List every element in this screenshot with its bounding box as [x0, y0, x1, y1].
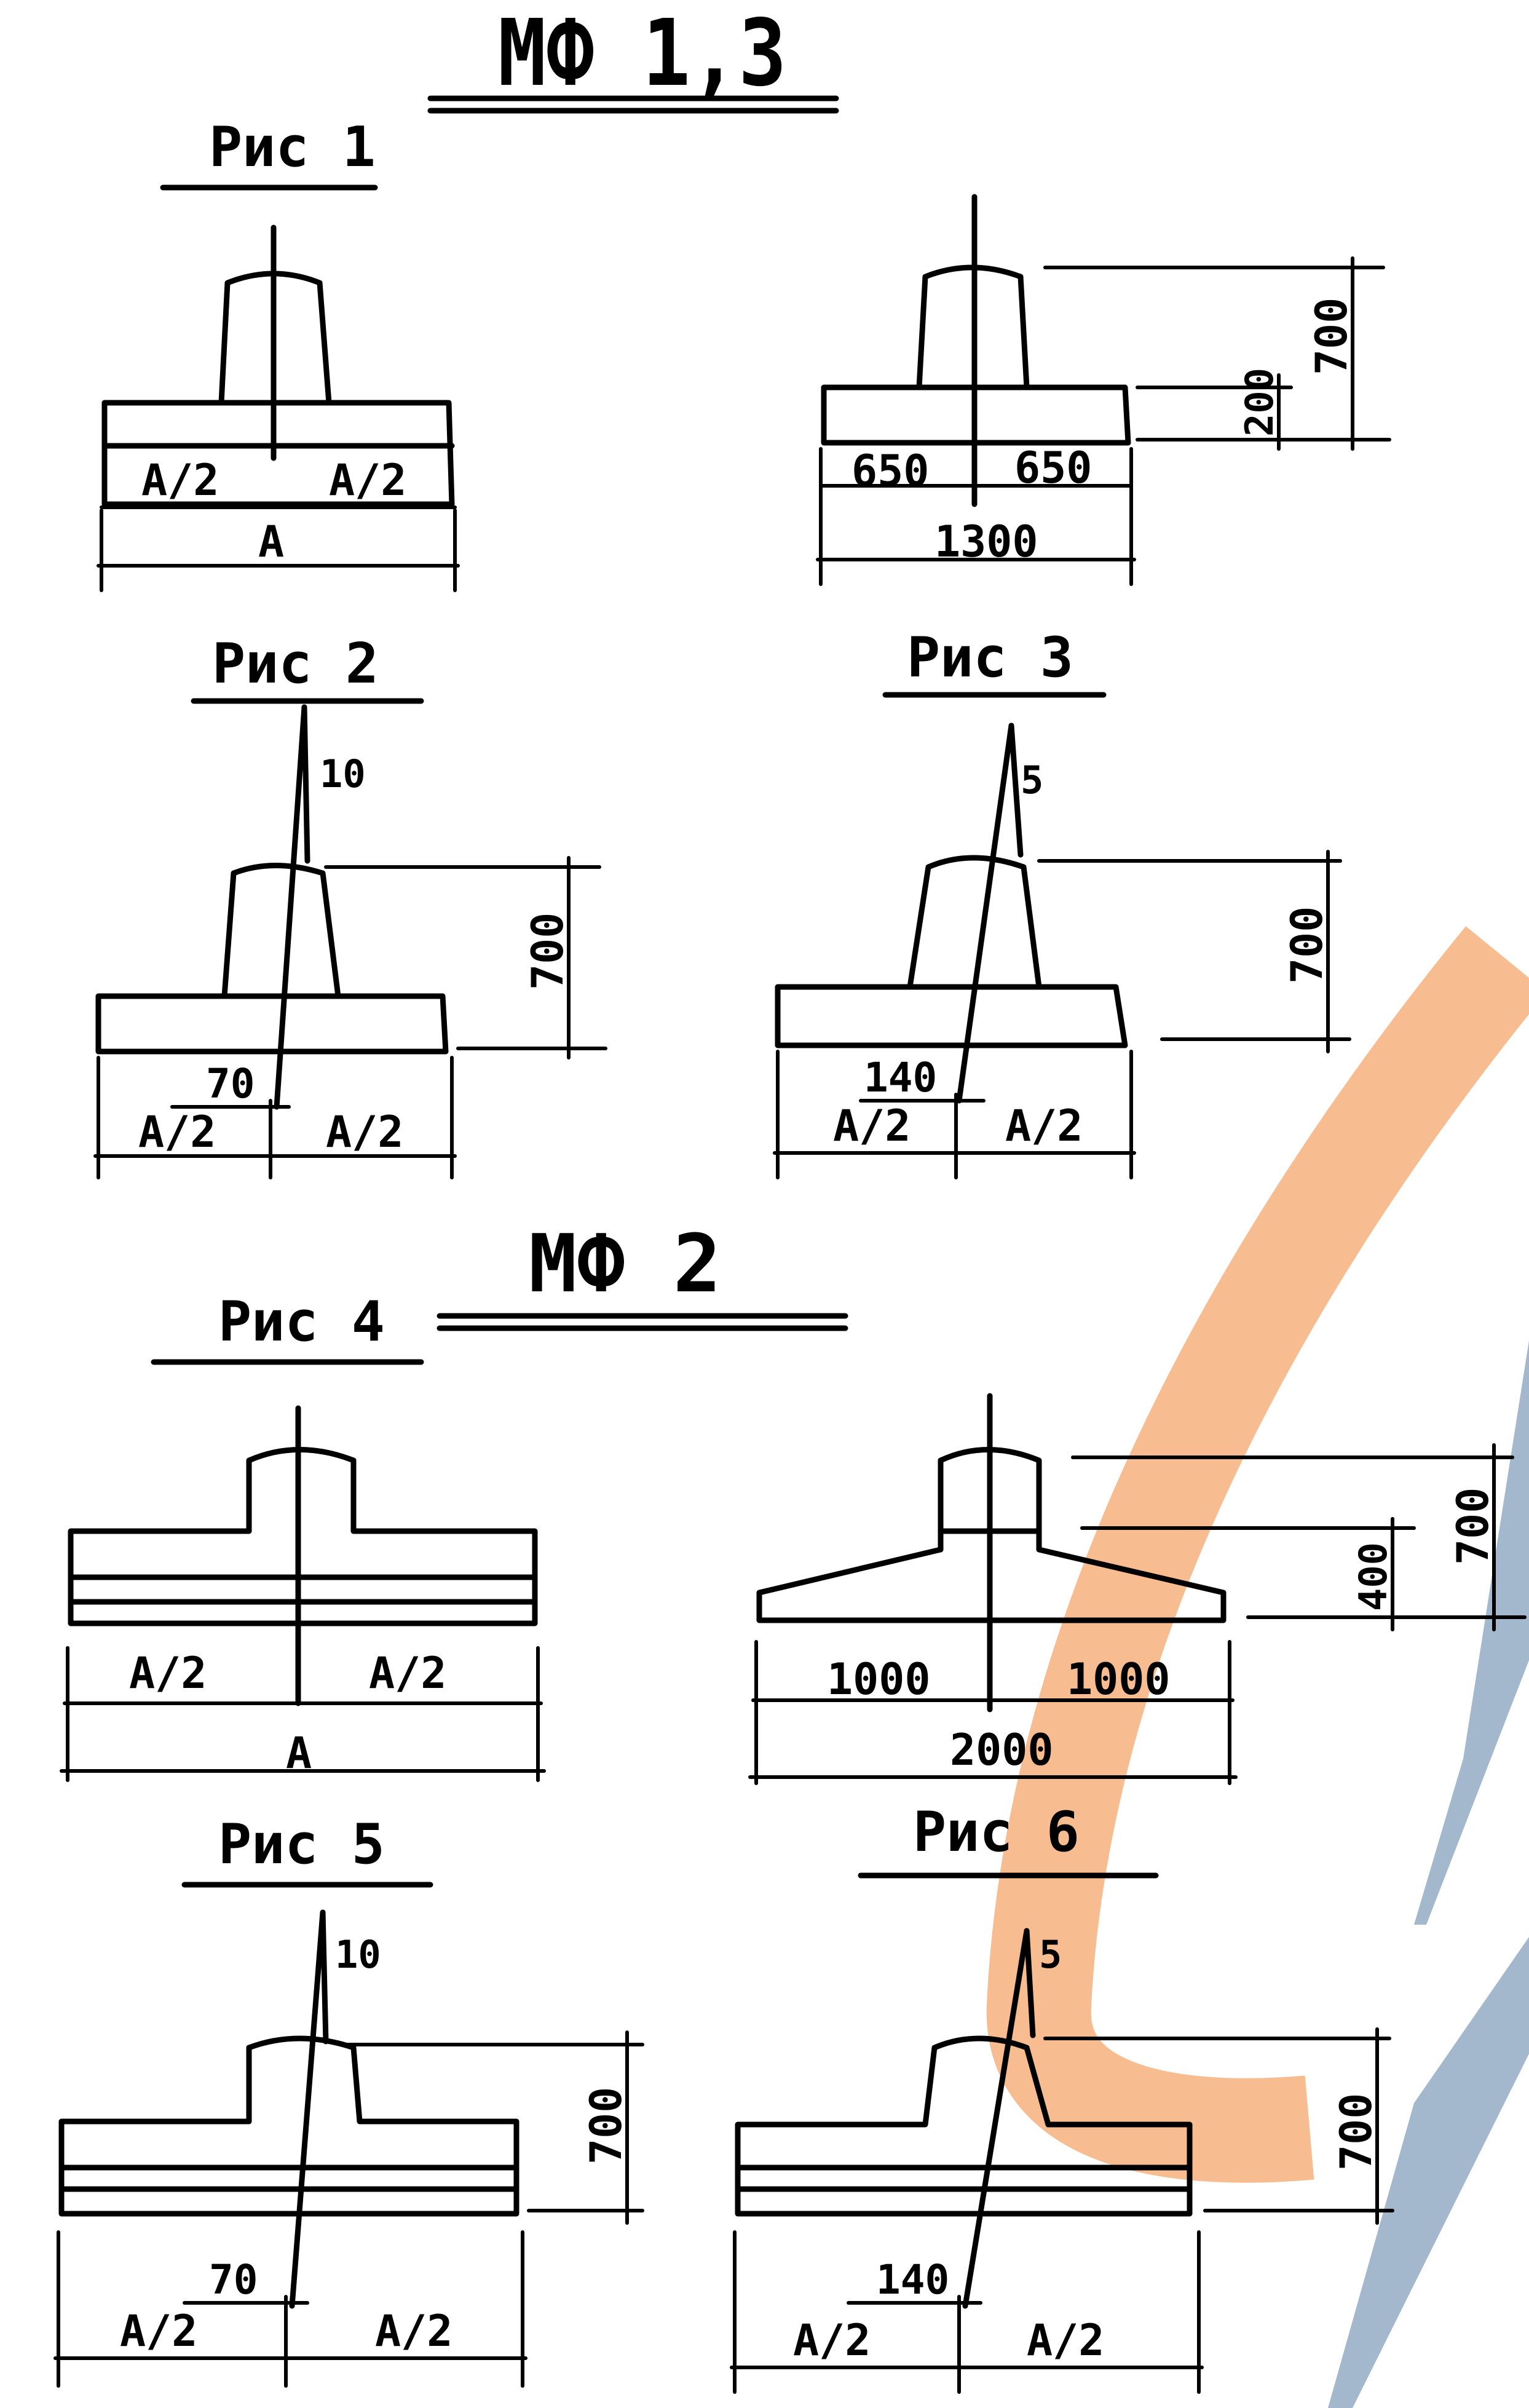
figure-2-foundation: [93, 704, 607, 1179]
dim-700: 700: [523, 913, 573, 990]
dim-a-half: A/2: [138, 1107, 216, 1157]
dim-2000: 2000: [950, 1725, 1054, 1775]
dim-200: 200: [1237, 368, 1282, 437]
figure-label-3: Рис 3: [907, 625, 1073, 690]
dim-70: 70: [209, 2256, 258, 2303]
dim-a-half: A/2: [833, 1101, 911, 1151]
figure-5-foundation: [53, 1909, 644, 2388]
figure-1-dimensioned-foundation: [816, 194, 1391, 586]
figure-label-4: Рис 4: [218, 1289, 385, 1354]
dim-700: 700: [1331, 2093, 1381, 2171]
watermark-orange-arc: [986, 926, 1529, 2183]
dim-a-half: A/2: [120, 2306, 197, 2356]
dim-a-half: A/2: [141, 455, 219, 505]
dim-a-half: A/2: [329, 455, 406, 505]
watermark-blue-shape-upper: [1414, 1341, 1529, 1925]
dim-140: 140: [876, 2256, 949, 2303]
section-title-mf13: МФ 1,3: [498, 0, 787, 107]
dim-140: 140: [864, 1054, 937, 1101]
dim-70: 70: [206, 1060, 255, 1107]
dim-a-half: A/2: [369, 1648, 446, 1698]
dim-700: 700: [581, 2087, 631, 2164]
dim-10-angle: 10: [320, 751, 366, 796]
dim-a-half: A/2: [375, 2306, 452, 2356]
dim-1000-left: 1000: [827, 1654, 931, 1705]
dim-a: A: [258, 517, 284, 567]
dim-a: A: [286, 1728, 312, 1778]
figure-label-6: Рис 6: [913, 1800, 1080, 1864]
watermark-logo: [986, 926, 1529, 2408]
figure-3-foundation: [773, 723, 1351, 1179]
dim-700: 700: [1306, 298, 1357, 375]
dim-700: 700: [1282, 906, 1332, 984]
dim-650-left: 650: [851, 446, 929, 496]
figure-label-2: Рис 2: [212, 632, 379, 696]
figure-label-1: Рис 1: [209, 115, 376, 180]
figure-4-dimensioned-foundation: [748, 1393, 1527, 1785]
figure-4-foundation: [60, 1405, 546, 1782]
dim-a-half: A/2: [793, 2315, 871, 2366]
dim-400: 400: [1351, 1542, 1396, 1611]
dim-5-angle: 5: [1021, 758, 1043, 802]
dim-10-angle: 10: [335, 1932, 381, 1977]
section-title-mf2: МФ 2: [529, 1217, 721, 1310]
dim-1300: 1300: [934, 517, 1038, 567]
dim-1000-right: 1000: [1067, 1654, 1171, 1705]
dim-5-angle: 5: [1039, 1932, 1062, 1977]
dim-700: 700: [1448, 1487, 1498, 1565]
dim-a-half: A/2: [1005, 1101, 1083, 1151]
dim-650-right: 650: [1014, 443, 1092, 493]
figure-6-foundation: [730, 1928, 1394, 2394]
dim-a-half: A/2: [326, 1107, 403, 1157]
dim-a-half: A/2: [1027, 2315, 1104, 2366]
figure-label-5: Рис 5: [218, 1812, 385, 1877]
watermark-blue-shape-lower: [1328, 1937, 1529, 2408]
dim-a-half: A/2: [129, 1648, 207, 1698]
figure-1-foundation: [97, 224, 460, 592]
